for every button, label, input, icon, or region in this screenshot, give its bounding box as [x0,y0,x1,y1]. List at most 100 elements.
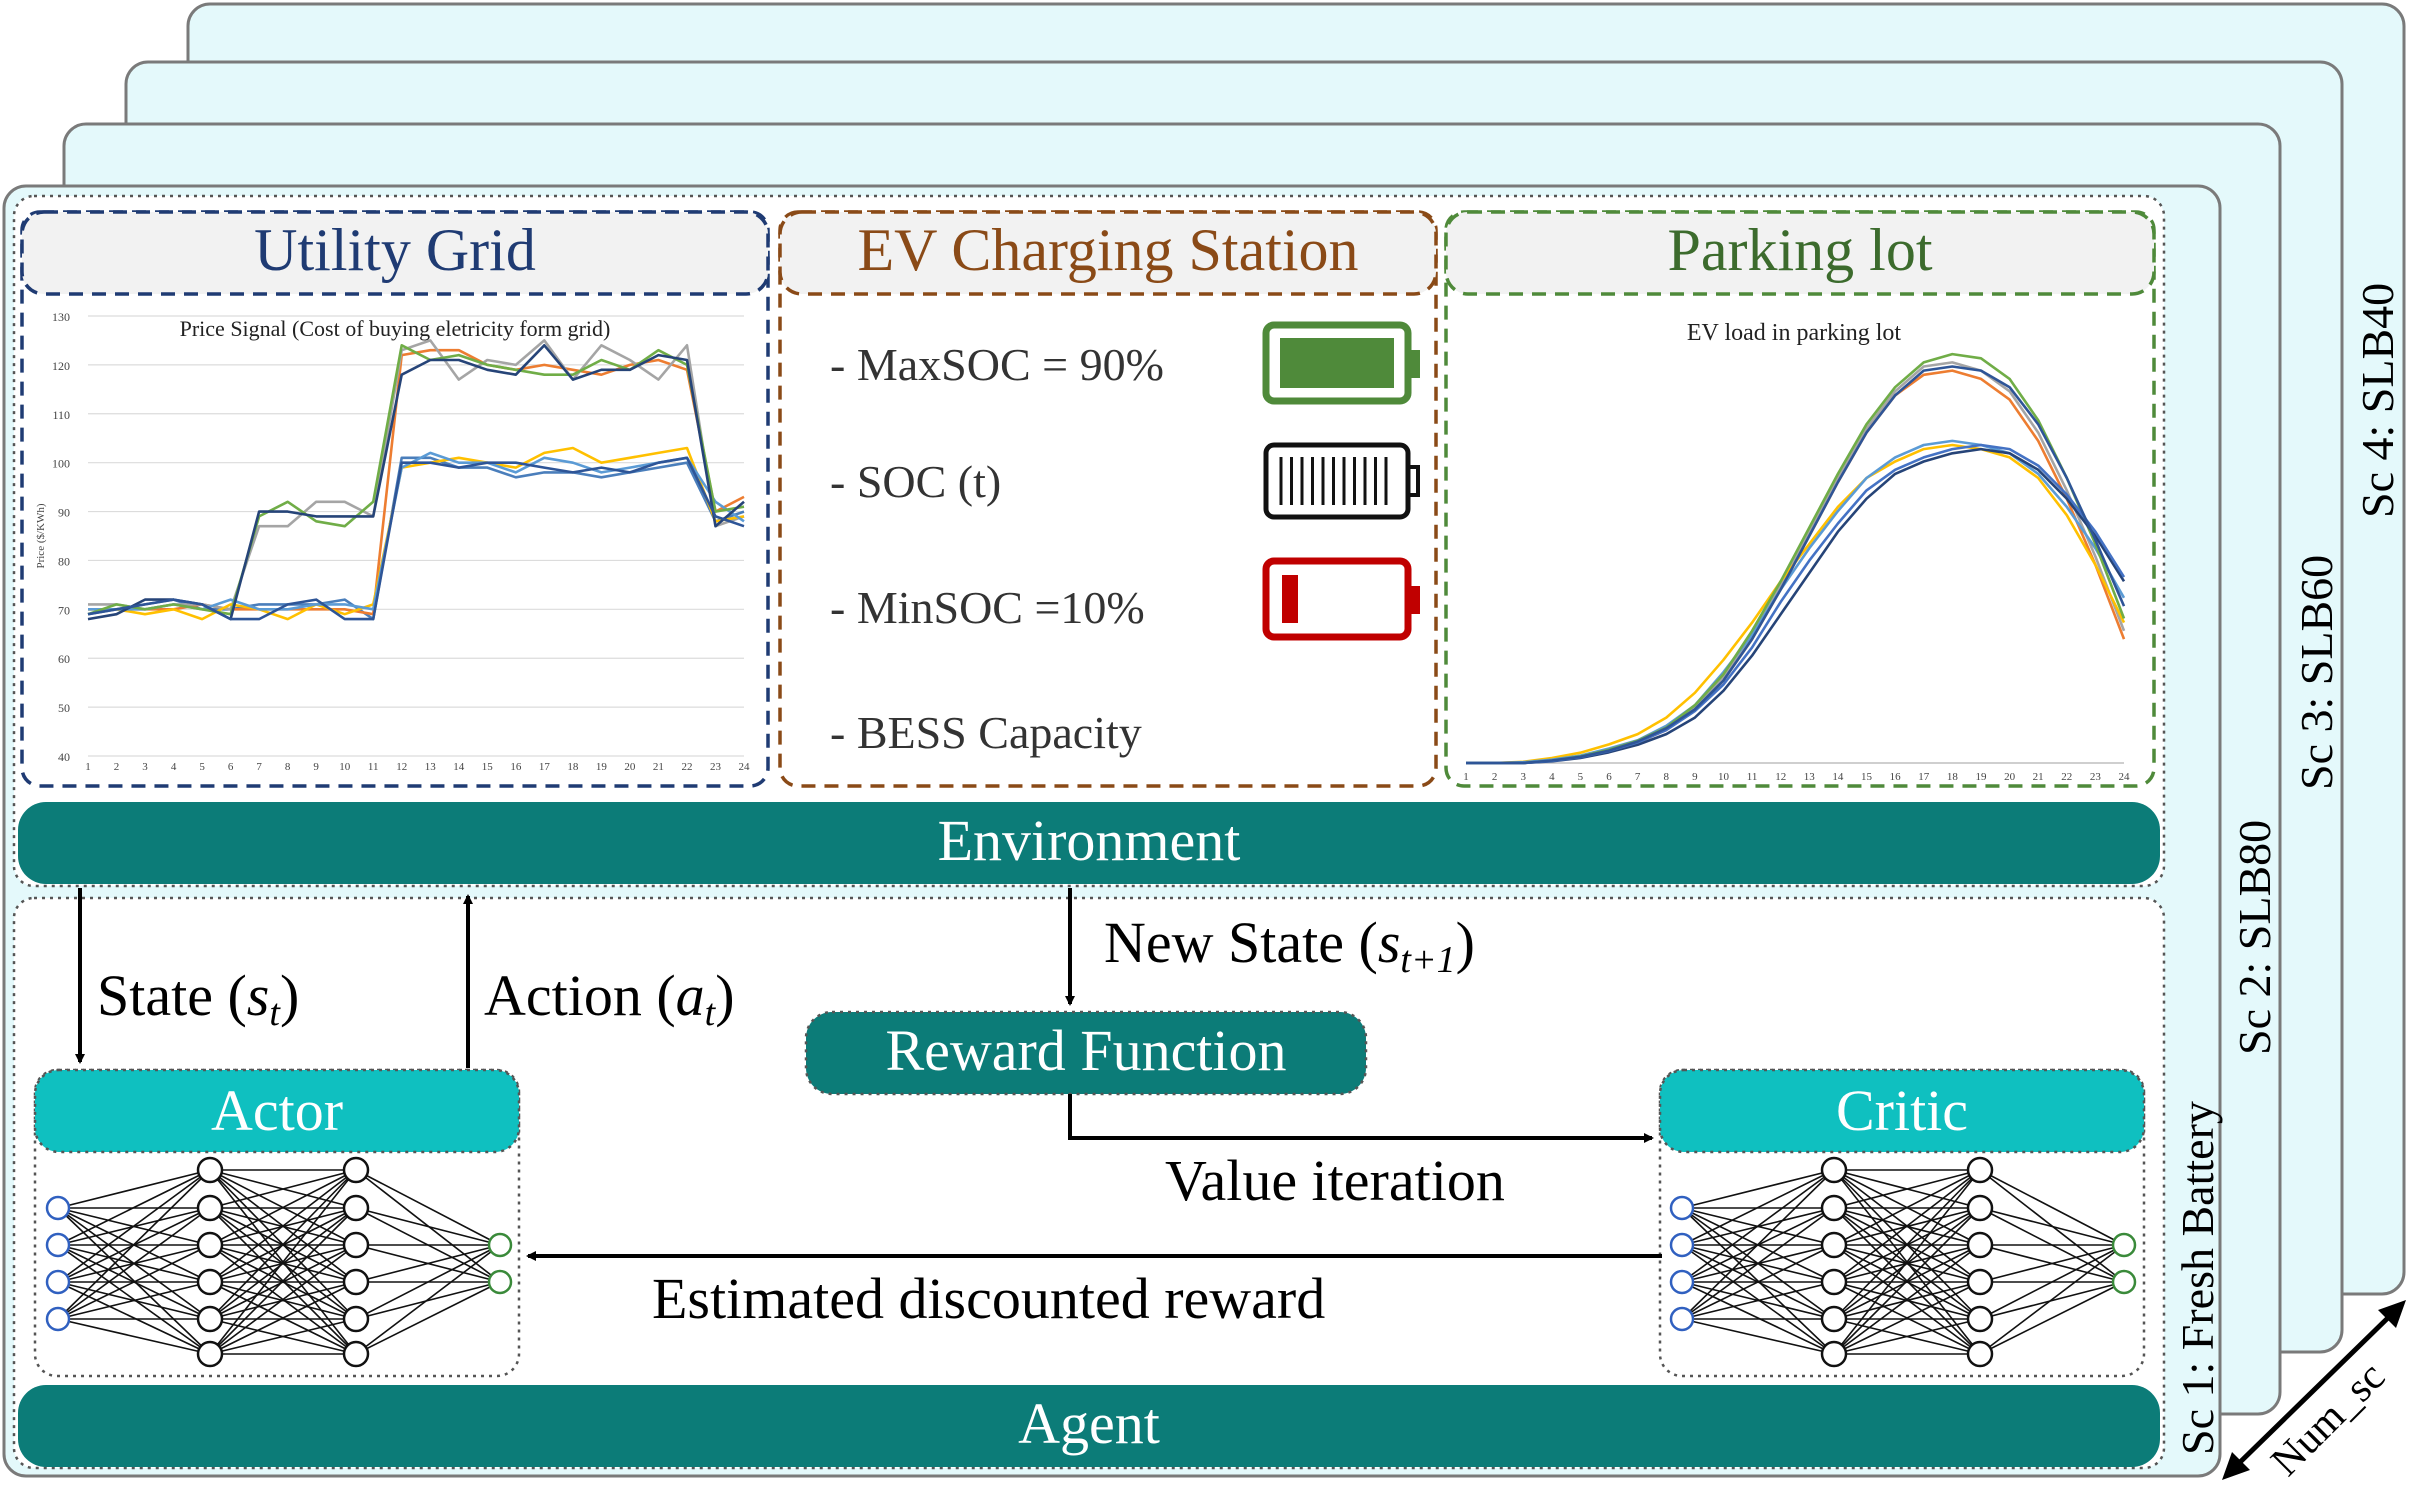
nn-edge [1833,1169,1981,1283]
nn-hidden-node [1966,1340,1994,1368]
load-x-tick: 1 [1463,771,1469,783]
load-x-tick: 15 [1861,771,1873,783]
nn-edge [355,1244,501,1320]
nn-edge [1681,1207,1835,1320]
nn-hidden-node [342,1156,370,1184]
scenario-label-3: Sc 3: SLB60 [2291,555,2342,790]
nn-output-node [2111,1269,2137,1295]
scenario-label-1: Sc 1: Fresh Battery [2172,1101,2223,1455]
value-iteration-arrow [1068,1094,1654,1143]
nn-edge [355,1281,501,1355]
price-x-tick: 15 [482,761,494,773]
nn-edge [57,1244,211,1320]
price-y-tick: 100 [52,457,70,471]
critic-header [1658,1068,2146,1154]
price-x-tick: 8 [285,761,291,773]
load-x-tick: 21 [2033,771,2044,783]
nn-hidden-node [196,1156,224,1184]
nn-edge [1833,1318,1981,1355]
price-x-tick: 2 [114,761,120,773]
nn-hidden-node [1820,1231,1848,1259]
load-x-tick: 13 [1804,771,1816,783]
ev-station-header [778,210,1438,296]
critic-neural-network [1669,1156,2137,1368]
nn-input-node [1669,1232,1695,1258]
price-x-tick: 19 [596,761,608,773]
agent-container [12,896,2166,1470]
nn-output-node [487,1232,513,1258]
nn-edge [1833,1169,1981,1209]
battery-black-icon [1263,442,1420,520]
load-x-tick: 9 [1692,771,1698,783]
nn-hidden-node [1820,1268,1848,1296]
value-iteration-label: Value iteration [1165,1148,1505,1213]
price-x-tick: 4 [171,761,177,773]
nn-input-node [45,1306,71,1332]
nn-edge [209,1169,357,1320]
parking-lot-title: Parking lot [1668,217,1933,283]
nn-edge [209,1318,357,1355]
nn-edge [1681,1281,1835,1320]
scenario-label-4: Sc 4: SLB40 [2352,283,2403,518]
load-x-tick: 12 [1775,771,1786,783]
price-y-tick: 130 [52,310,70,324]
nn-edge [1833,1281,1981,1320]
load-x-tick: 23 [2090,771,2102,783]
price-y-tick: 120 [52,359,70,373]
actor-neural-network [45,1156,513,1368]
nn-hidden-node [1966,1194,1994,1222]
load-x-tick: 2 [1492,771,1498,783]
nn-edge [209,1169,357,1355]
actor-network-container [33,1068,521,1378]
battery-low-red-icon [1262,557,1420,641]
load-x-tick: 4 [1549,771,1555,783]
actor-header [33,1068,521,1154]
nn-edge [1833,1169,1981,1246]
nn-edge [355,1244,501,1283]
nn-hidden-node [1966,1305,1994,1333]
load-x-tick: 11 [1747,771,1758,783]
nn-edge [1681,1244,1835,1320]
utility-grid-panel: Utility Grid Price Signal (Cost of buyin… [20,210,770,788]
agent-label: Agent [1018,1391,1160,1456]
nn-edge [57,1169,211,1320]
load-x-tick: 7 [1635,771,1641,783]
critic-label: Critic [1836,1078,1968,1143]
nn-edge [1979,1169,2125,1246]
nn-edge [209,1244,357,1355]
price-y-tick: 90 [58,506,70,520]
nn-edge [209,1281,357,1320]
nn-edge [209,1207,357,1355]
nn-edge [209,1169,357,1283]
nn-edge [57,1281,211,1320]
price-y-tick: 40 [58,750,70,764]
nn-edge [355,1207,501,1246]
battery-full-green-icon [1262,321,1420,405]
action-label: Action (at) [484,963,735,1034]
nn-hidden-node [1966,1156,1994,1184]
ev-charging-station-panel: EV Charging Station - MaxSOC = 90% - SOC… [778,210,1438,788]
price-x-tick: 18 [567,761,579,773]
price-y-tick: 50 [58,701,70,715]
nn-hidden-node [1820,1340,1848,1368]
price-signal-chart: Price Signal (Cost of buying eletricity … [35,310,750,773]
price-x-tick: 13 [425,761,437,773]
parking-lot-header [1444,210,2156,296]
price-x-tick: 3 [142,761,148,773]
utility-grid-header [20,210,770,296]
nn-hidden-node [1966,1231,1994,1259]
load-series-line-8 [1466,365,2126,765]
load-x-tick: 22 [2061,771,2072,783]
nn-edge [1681,1169,1835,1246]
nn-edge [209,1207,357,1320]
nn-edge [1979,1207,2125,1246]
nn-edge [1681,1318,1835,1355]
nn-edge [57,1169,211,1209]
nn-hidden-node [342,1268,370,1296]
nn-input-node [1669,1195,1695,1221]
load-x-tick: 6 [1606,771,1612,783]
price-y-tick: 60 [58,652,70,666]
nn-edge [1979,1244,2125,1320]
